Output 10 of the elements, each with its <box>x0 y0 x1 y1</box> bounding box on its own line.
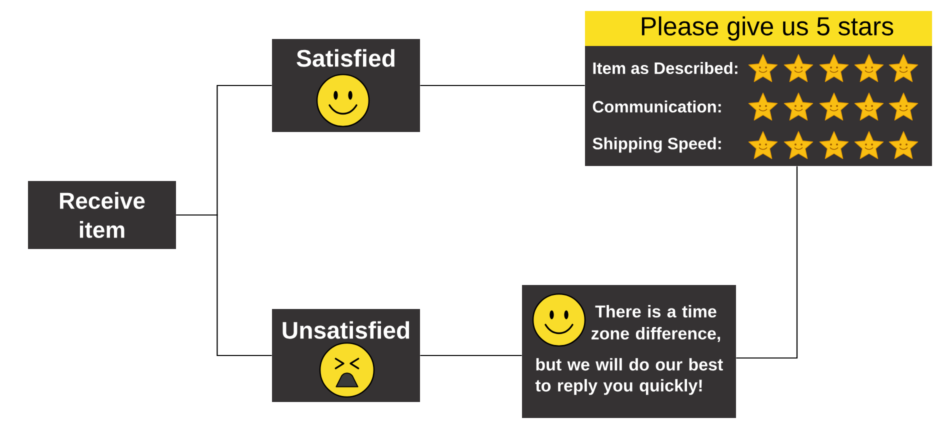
row-label: Item as Described: <box>593 62 738 74</box>
message-box: There is a time zone difference, but we will do our best to reply you quickly! <box>522 285 736 418</box>
title-band: Please give us 5 stars <box>585 11 932 46</box>
connector-line <box>420 354 522 356</box>
connector-line <box>736 166 798 359</box>
connector-line <box>176 214 272 356</box>
process-box: Receive item <box>28 181 176 249</box>
connector-line <box>420 84 585 86</box>
row-label: Communication: <box>592 100 721 113</box>
row-label: Shipping Speed: <box>592 137 721 153</box>
